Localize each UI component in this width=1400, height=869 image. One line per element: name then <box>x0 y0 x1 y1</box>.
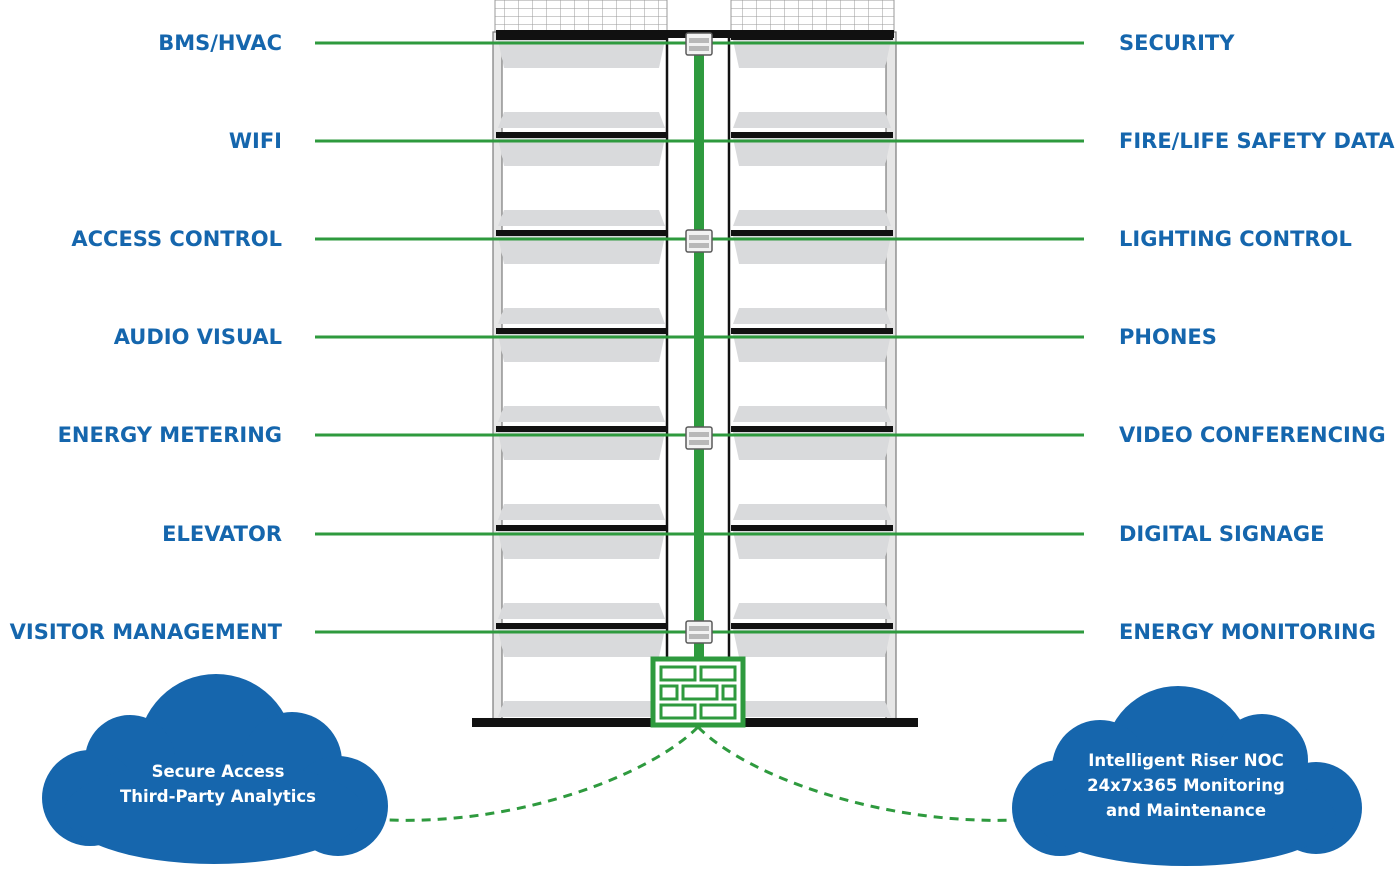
right-labels: SECURITY FIRE/LIFE SAFETY DATA LIGHTING CO… <box>1119 31 1395 644</box>
roof-railing-left <box>494 0 668 33</box>
left-label: ELEVATOR <box>162 522 282 546</box>
riser <box>685 32 713 660</box>
right-label: FIRE/LIFE SAFETY DATA <box>1119 129 1395 153</box>
left-label: ACCESS CONTROL <box>71 227 282 251</box>
left-label: BMS/HVAC <box>158 31 282 55</box>
left-label: AUDIO VISUAL <box>114 325 282 349</box>
network-switch-icon <box>685 426 713 450</box>
cloud-caption-line: Third-Party Analytics <box>120 787 316 806</box>
left-labels: BMS/HVAC WIFI ACCESS CONTROL AUDIO VISUAL EN… <box>10 31 283 644</box>
building-structure <box>472 30 918 727</box>
left-label: VISITOR MANAGEMENT <box>10 620 283 644</box>
network-switch-icon <box>685 229 713 253</box>
right-label: PHONES <box>1119 325 1217 349</box>
brick-wall-icon <box>650 656 746 728</box>
right-cloud-caption: Intelligent Riser NOC 24x7x365 Monitoring… <box>1087 751 1285 820</box>
network-switch-icon <box>685 32 713 56</box>
right-label: ENERGY MONITORING <box>1119 620 1376 644</box>
cloud-caption-line: and Maintenance <box>1106 801 1266 820</box>
link-to-right-cloud <box>696 725 1016 822</box>
right-label: DIGITAL SIGNAGE <box>1119 522 1325 546</box>
left-label: WIFI <box>229 129 282 153</box>
right-label: LIGHTING CONTROL <box>1119 227 1352 251</box>
cloud-caption-line: Secure Access <box>152 762 285 781</box>
right-label: VIDEO CONFERENCING <box>1119 423 1386 447</box>
right-label: SECURITY <box>1119 31 1235 55</box>
cloud-caption-line: Intelligent Riser NOC <box>1088 751 1284 770</box>
cloud-caption-line: 24x7x365 Monitoring <box>1087 776 1285 795</box>
roof-railing-right <box>730 0 895 33</box>
cloud-icon: Intelligent Riser NOC 24x7x365 Monitoring… <box>1012 686 1362 866</box>
network-switch-icon <box>685 620 713 644</box>
left-label: ENERGY METERING <box>58 423 282 447</box>
link-to-left-cloud <box>387 725 700 822</box>
